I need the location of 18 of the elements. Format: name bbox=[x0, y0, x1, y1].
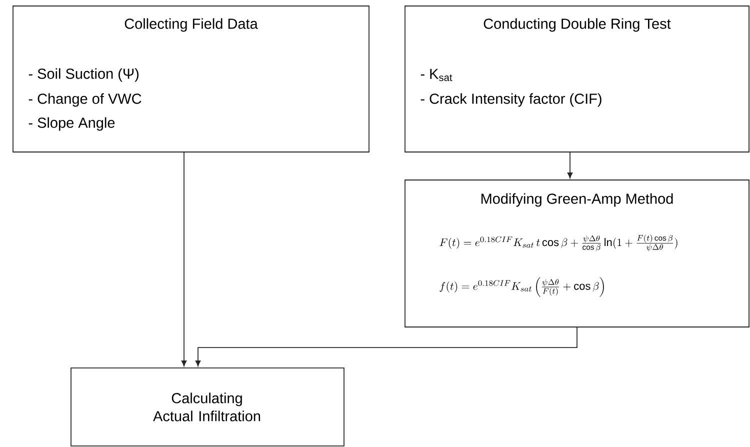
list-item: - Slope Angle bbox=[28, 117, 115, 131]
process-box bbox=[404, 6, 750, 152]
list-item: - Crack Intensity factor (CIF) bbox=[420, 93, 602, 107]
process-box bbox=[404, 180, 750, 328]
process-box bbox=[12, 6, 370, 152]
arrow bbox=[195, 327, 578, 366]
formula: $F(t) = e^{0.18CIF} K_{sat}\, t \cos\beta + \frac{\psi\Delta\theta}{\cos\beta}\ln(1 + \frac{F(t)\cos\beta}{\psi\Delta\theta})$ bbox=[440, 234, 678, 252]
list-item: - Change of VWC bbox=[28, 93, 142, 107]
list-item: - Soil Suction (Ψ) bbox=[28, 68, 139, 82]
arrow bbox=[181, 152, 187, 366]
arrow bbox=[567, 152, 573, 178]
list-item: - K$_{sat}$ bbox=[420, 68, 452, 82]
box-text: Calculating Actual Infiltration bbox=[153, 392, 260, 422]
formula: $f(t) = e^{0.18CIF} K_{sat} \left(\frac{\psi\Delta\theta}{F(t)} + \cos\beta\right)$ bbox=[440, 277, 604, 297]
box-heading: Collecting Field Data bbox=[124, 18, 258, 32]
box-heading: Conducting Double Ring Test bbox=[484, 18, 671, 32]
box-heading: Modifying Green-Amp Method bbox=[481, 193, 673, 207]
process-box bbox=[70, 368, 344, 446]
